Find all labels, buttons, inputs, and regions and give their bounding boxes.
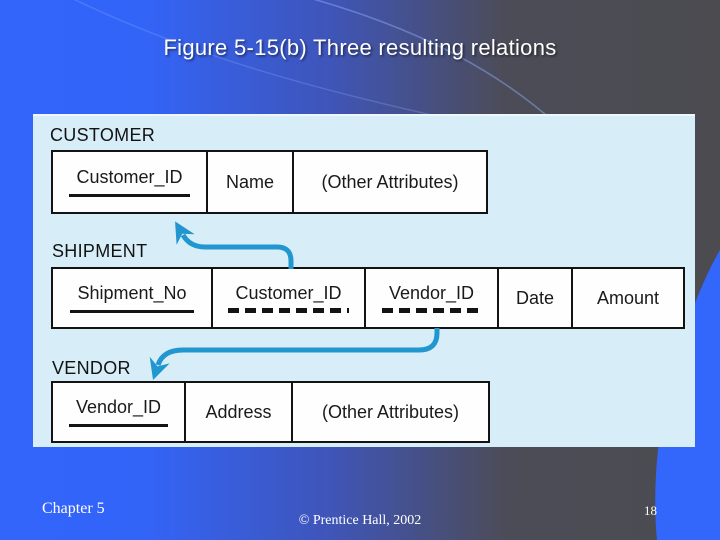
- attribute-label-fk: Customer_ID: [228, 283, 349, 313]
- attribute-label-pk: Shipment_No: [70, 283, 194, 313]
- attribute-label: Address: [205, 401, 272, 422]
- attribute-label: (Other Attributes): [321, 401, 460, 422]
- attribute-cell: Vendor_ID: [53, 383, 186, 441]
- attribute-cell: Amount: [573, 269, 683, 327]
- attribute-label: (Other Attributes): [321, 171, 459, 192]
- figure-panel: CUSTOMER Customer_ID Name (Other Attribu…: [33, 114, 695, 447]
- relation-table-vendor: Vendor_ID Address (Other Attributes): [51, 381, 490, 443]
- slide-title: Figure 5-15(b) Three resulting relations: [163, 35, 557, 60]
- attribute-cell: Customer_ID: [53, 152, 208, 212]
- relation-name-customer: CUSTOMER: [50, 125, 156, 145]
- footer-copyright: © Prentice Hall, 2002: [298, 513, 422, 528]
- attribute-cell: (Other Attributes): [294, 152, 486, 212]
- relation-table-customer: Customer_ID Name (Other Attributes): [51, 150, 488, 214]
- attribute-cell: Address: [186, 383, 293, 441]
- attribute-label: Amount: [596, 287, 660, 308]
- attribute-cell: Vendor_ID: [366, 269, 499, 327]
- footer-chapter: Chapter 5: [42, 500, 105, 517]
- attribute-label: Name: [225, 171, 274, 192]
- decor-curve-2: [73, 0, 446, 119]
- relation-table-shipment: Shipment_No Customer_ID Vendor_ID Date A…: [51, 267, 685, 329]
- attribute-cell: Date: [499, 269, 573, 327]
- attribute-cell: Name: [208, 152, 294, 212]
- arrow-shipment-to-vendor: [149, 328, 440, 380]
- attribute-label-pk: Customer_ID: [69, 167, 190, 197]
- attribute-label: Date: [515, 287, 555, 308]
- footer-page-number: 18: [644, 503, 657, 518]
- relation-name-shipment: SHIPMENT: [52, 241, 148, 261]
- relation-name-vendor: VENDOR: [52, 358, 131, 378]
- attribute-label-fk: Vendor_ID: [381, 283, 482, 313]
- attribute-cell: Shipment_No: [53, 269, 213, 327]
- attribute-label-pk: Vendor_ID: [68, 397, 169, 427]
- attribute-cell: Customer_ID: [213, 269, 366, 327]
- attribute-cell: (Other Attributes): [293, 383, 488, 441]
- arrow-shipment-to-customer: [175, 221, 294, 269]
